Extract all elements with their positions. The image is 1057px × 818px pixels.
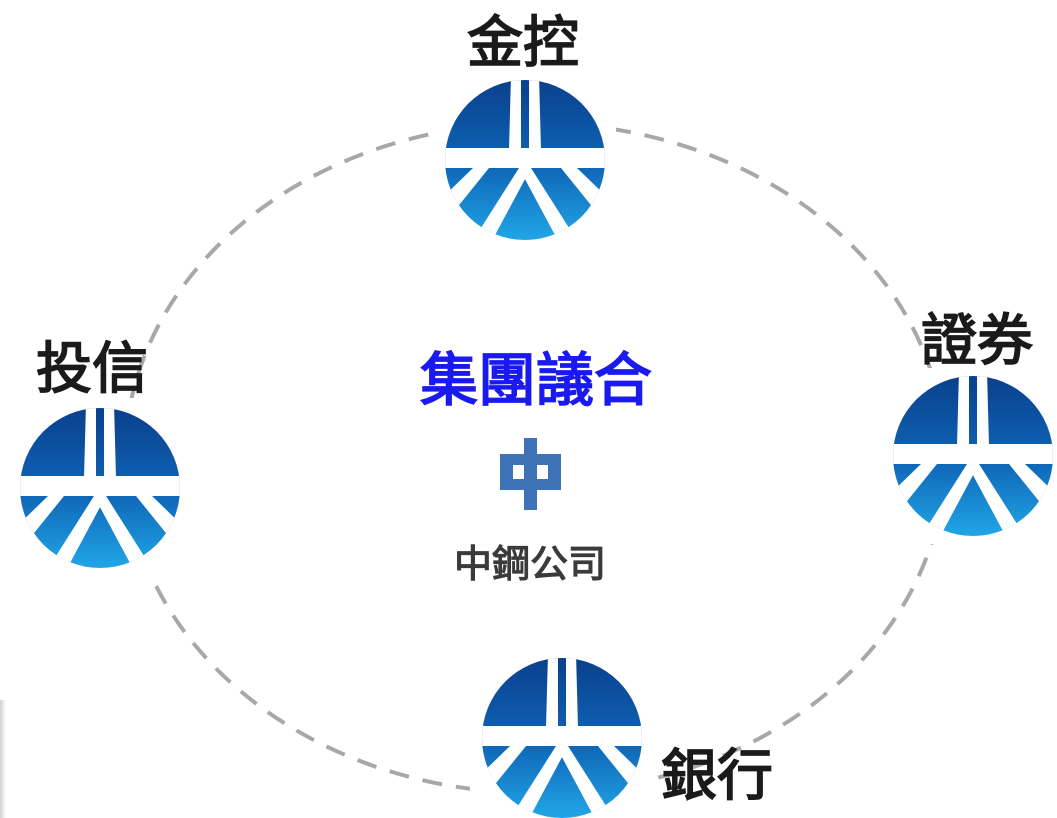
node-bank: 銀行 (470, 650, 773, 818)
center-block: 集團議合 中鋼公司 (419, 346, 652, 586)
node-label: 證券 (921, 309, 1034, 374)
china-steel-logo-icon (500, 438, 561, 510)
company-name: 中鋼公司 (454, 542, 606, 586)
node-financial-holding: 金控 (430, 11, 616, 250)
center-title: 集團議合 (419, 346, 652, 414)
node-investment-trust: 投信 (10, 337, 188, 578)
node-label: 銀行 (661, 744, 773, 809)
window-edge-shadow (0, 700, 6, 818)
node-label: 投信 (36, 337, 148, 402)
node-securities: 證券 (880, 309, 1057, 546)
node-label: 金控 (466, 11, 579, 76)
